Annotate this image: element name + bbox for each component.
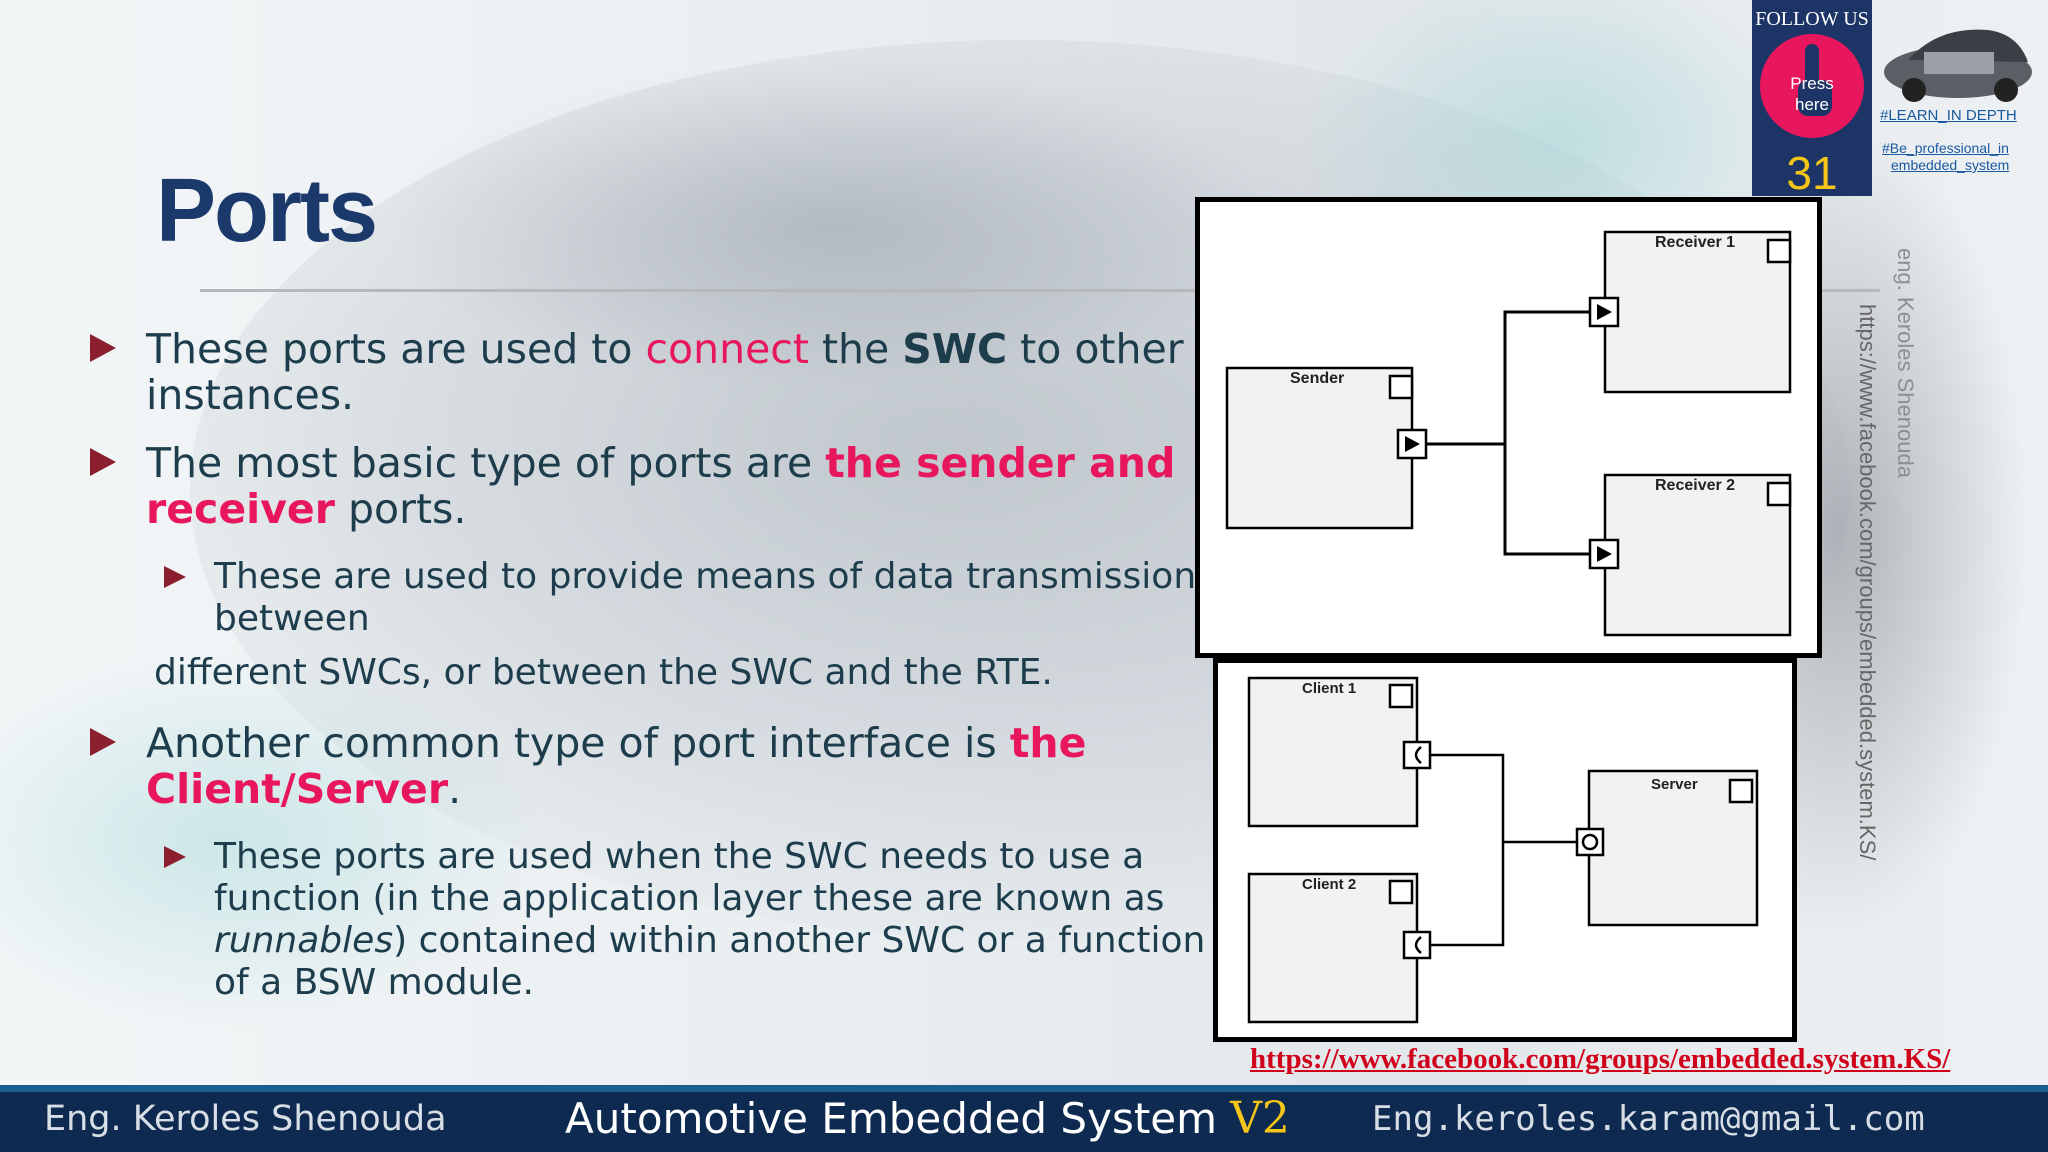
sub-bullet-2-line4: of a BSW module. bbox=[214, 962, 534, 1003]
bullet-arrow-icon bbox=[90, 728, 116, 756]
page-number: 31 bbox=[1786, 147, 1838, 199]
footer-course-title: Automotive Embedded System bbox=[565, 1094, 1218, 1143]
car-window bbox=[380, 60, 1280, 390]
sub-bullet-2-line3: ) contained within another SWC or a func… bbox=[393, 920, 1206, 961]
receiver-1-label: Receiver 1 bbox=[1655, 234, 1736, 251]
slide-title: Ports bbox=[156, 161, 378, 261]
bullet-3-line2: . bbox=[448, 765, 462, 813]
follow-us-label: FOLLOW US bbox=[1755, 8, 1869, 30]
footer-bar: Eng. Keroles Shenouda Automotive Embedde… bbox=[0, 1085, 2048, 1152]
server-label: Server bbox=[1651, 776, 1698, 793]
tag-embedded-system[interactable]: embedded_system bbox=[1891, 157, 2010, 173]
footer-version: V2 bbox=[1230, 1093, 1290, 1144]
footer-course: Automotive Embedded System V2 bbox=[565, 1093, 1290, 1144]
tag-learn-in-depth[interactable]: #LEARN_IN DEPTH bbox=[1880, 107, 2017, 124]
bullet-1-highlight: connect bbox=[645, 325, 809, 373]
bullet-3-highlight-2: Client/Server bbox=[146, 765, 449, 813]
client-server-diagram: Client 1 Client 2 Server bbox=[1213, 658, 1797, 1042]
bullet-arrow-icon bbox=[164, 846, 186, 868]
sub-bullet-1-line2: between bbox=[214, 598, 370, 639]
bullet-3-text: Another common type of port interface is bbox=[146, 719, 1010, 767]
bullet-arrow-icon bbox=[164, 566, 186, 588]
bullet-2-text: The most basic type of ports are bbox=[146, 439, 826, 487]
press-label: Press bbox=[1790, 74, 1834, 93]
sender-label: Sender bbox=[1290, 370, 1345, 387]
footer-accent bbox=[0, 1085, 2048, 1092]
bullet-1-bold: SWC bbox=[902, 325, 1008, 373]
watermark-name: eng. Keroles Shenouda bbox=[1893, 248, 1918, 478]
car-thumbnail bbox=[1878, 12, 2038, 108]
bullet-1-text-mid: the bbox=[808, 325, 903, 373]
receiver-2-label: Receiver 2 bbox=[1655, 477, 1736, 494]
bullet-arrow-icon bbox=[90, 334, 116, 362]
title-divider bbox=[200, 289, 1880, 292]
watermark-url: https://www.facebook.com/groups/embedded… bbox=[1855, 304, 1880, 861]
bullet-2-highlight: the sender and bbox=[825, 439, 1176, 487]
sub-bullet-1-line1: These are used to provide means of data … bbox=[214, 556, 1197, 597]
client-1-label: Client 1 bbox=[1302, 680, 1357, 697]
follow-us-badge[interactable]: FOLLOW US Press here 31 bbox=[1752, 0, 1872, 196]
tag-be-professional[interactable]: #Be_professional_in bbox=[1882, 140, 2009, 156]
bullet-1-text-post: to other bbox=[1007, 325, 1184, 373]
sub-bullet-2-line1: These ports are used when the SWC needs … bbox=[214, 836, 1145, 877]
sub-bullet-2-line2: function (in the application layer these… bbox=[214, 878, 1165, 919]
bullet-2-highlight-2: receiver bbox=[146, 485, 335, 533]
bullet-arrow-icon bbox=[90, 448, 116, 476]
facebook-group-link[interactable]: https://www.facebook.com/groups/embedded… bbox=[1250, 1043, 1951, 1075]
bullet-3-highlight: the bbox=[1009, 719, 1087, 767]
sender-receiver-diagram: Sender Receiver 1 Receiver 2 bbox=[1195, 197, 1822, 658]
plain-line: different SWCs, or between the SWC and t… bbox=[154, 652, 1053, 693]
bullet-1-line2: instances. bbox=[146, 371, 355, 419]
footer-author: Eng. Keroles Shenouda bbox=[44, 1099, 447, 1139]
footer-email: Eng.keroles.karam@gmail.com bbox=[1372, 1099, 1925, 1139]
teal-glow-left bbox=[0, 650, 550, 1030]
runnables-italic: runnables bbox=[214, 920, 394, 961]
press-here-button[interactable]: Press here bbox=[1760, 34, 1864, 138]
pointing-hand-icon bbox=[1798, 44, 1832, 116]
here-label: here bbox=[1794, 95, 1830, 114]
bullet-1-text: These ports are used to bbox=[146, 325, 646, 373]
bullet-2-line2: ports. bbox=[334, 485, 467, 533]
client-2-label: Client 2 bbox=[1302, 876, 1357, 893]
